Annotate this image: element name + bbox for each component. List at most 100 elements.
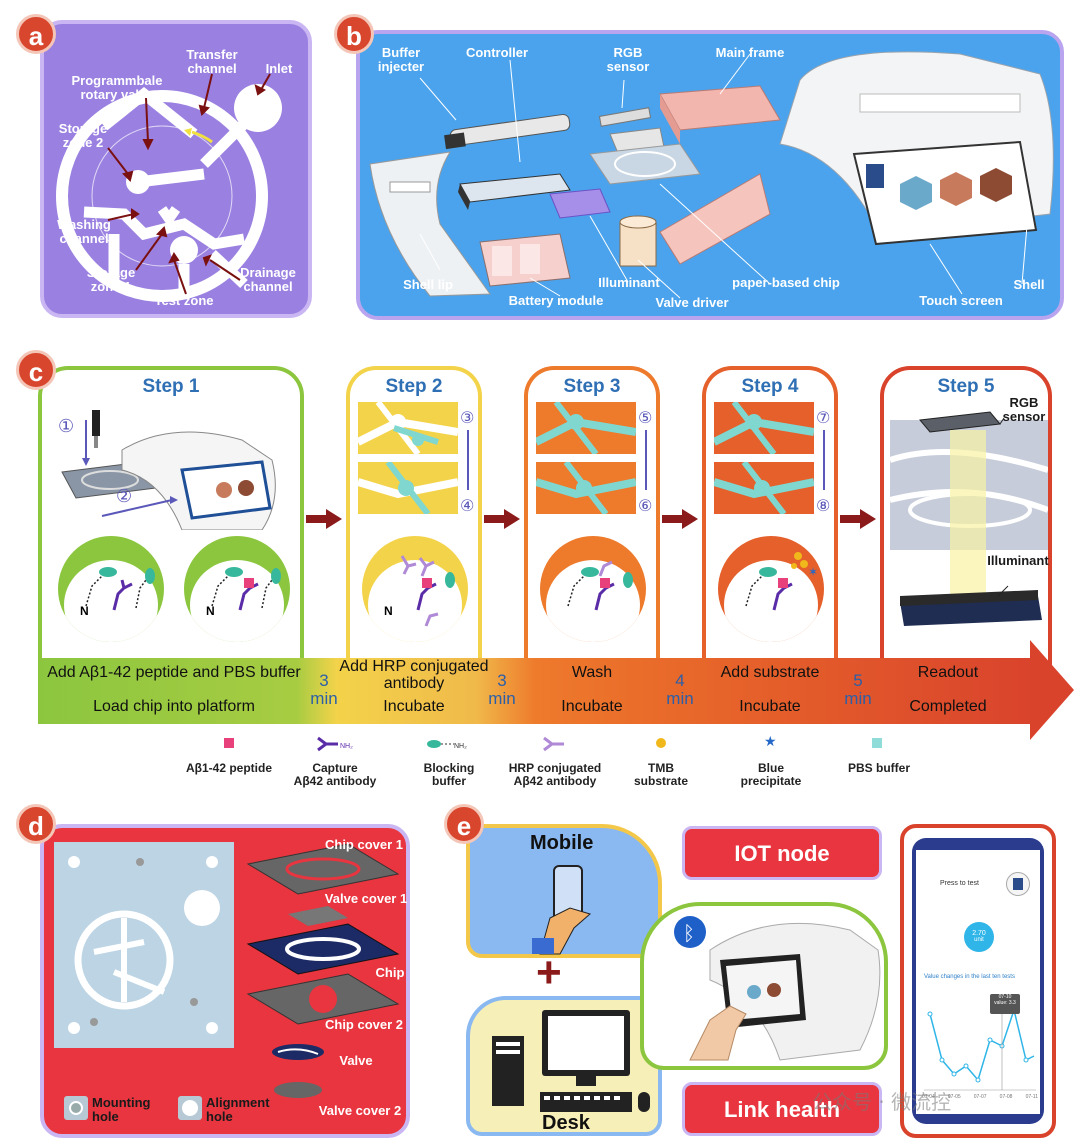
- step-4-chip-bottom: [714, 462, 814, 514]
- step-2-card: Step 2 ③ ④ N: [346, 366, 482, 666]
- mobile-title: Mobile: [530, 832, 594, 854]
- step-3-molecule-circle: [540, 536, 646, 642]
- duration-4: 5 min: [844, 671, 872, 708]
- phone-body: Press to test 2.70 unit Value changes in…: [912, 838, 1044, 1124]
- label-valve-driver: Valve driver: [655, 295, 729, 310]
- label-test-zone: Test zone: [154, 293, 214, 308]
- label-chip-cover-2: Chip cover 2: [324, 1017, 404, 1032]
- phone-tooltip: 07-10 value: 3.3: [990, 994, 1020, 1014]
- step-2-molecule-circle: N: [362, 536, 468, 642]
- phone-x-ticks: 07-04 07-05 07-07 07-08 07-11: [922, 1094, 1038, 1100]
- svg-text:NH₂: NH₂: [454, 743, 467, 750]
- label-main-frame: Main frame: [715, 45, 785, 60]
- iot-node-label: IOT node: [734, 841, 830, 866]
- marker-4: ④: [460, 496, 475, 515]
- step-2-title: Step 2: [385, 376, 443, 397]
- label-controller: Controller: [465, 45, 529, 60]
- marker-3: ③: [460, 408, 475, 427]
- legend-label-tmb: TMB substrate: [633, 761, 689, 788]
- timeline-band: [38, 658, 1034, 724]
- legend-label-peptide: Aβ1-42 peptide: [185, 761, 272, 775]
- label-washing-channel: Washing channel: [57, 217, 111, 246]
- hand-phone-icon: [532, 865, 592, 955]
- step-5-card: Step 5 RGB sensor Illuminant: [880, 366, 1052, 666]
- marker-6: ⑥: [638, 496, 653, 515]
- phone-app-box: Press to test 2.70 unit Value changes in…: [900, 824, 1056, 1138]
- chip-layer-stack: [246, 843, 400, 1098]
- legend-label-blocking: Blocking buffer: [423, 761, 475, 788]
- step-1-title: Step 1: [142, 376, 200, 397]
- badge-c: c: [16, 350, 56, 390]
- step-5-title: Step 5: [937, 376, 995, 397]
- panel-a: Transfer channel Inlet Programmbale rota…: [40, 20, 312, 318]
- paper-chip-diagram: [56, 73, 282, 302]
- phone-trend-chart: [924, 1007, 1036, 1091]
- panel-d: Chip cover 1 Valve cover 1 Chip Chip cov…: [40, 824, 410, 1138]
- marker-7: ⑦: [816, 408, 831, 427]
- timeline-step5-bottom: Completed: [909, 698, 987, 715]
- label-valve-cover-1: Valve cover 1: [324, 891, 408, 906]
- molecule-n: N: [80, 604, 89, 618]
- marker-1: ①: [58, 416, 75, 437]
- phone-x-tick: 07-07: [973, 1094, 987, 1100]
- marker-8: ⑧: [816, 496, 831, 515]
- label-chip: Chip: [375, 965, 405, 980]
- iot-device-illustration: ᛒ: [674, 916, 881, 1061]
- purple-antibody-icon: NH₂: [317, 736, 353, 752]
- step-1-card: Step 1 ① ② N N: [38, 366, 304, 666]
- label-valve: Valve: [339, 1053, 373, 1068]
- phone-x-tick: 07-08: [999, 1094, 1013, 1100]
- step-connector-arrows: [306, 509, 876, 529]
- step-5-readout-illustration: [890, 411, 1048, 626]
- marker-5: ⑤: [638, 408, 653, 427]
- label-shell: Shell: [1013, 277, 1045, 292]
- phone-unit: unit: [974, 937, 984, 943]
- timeline-step3-bottom: Incubate: [561, 698, 623, 715]
- label-step5-rgb-sensor: RGB sensor: [1002, 395, 1046, 424]
- badge-a: a: [16, 14, 56, 54]
- label-chip-cover-1: Chip cover 1: [324, 837, 404, 852]
- teal-blocker-icon: NH₂: [427, 740, 467, 750]
- desktop-computer-icon: [492, 1010, 650, 1112]
- label-transfer-channel: Transfer channel: [186, 47, 238, 76]
- label-storage-zone-2: Storage zone 2: [58, 121, 108, 150]
- marker-2: ②: [116, 486, 133, 507]
- label-storage-zone-1: Storage zone 1: [86, 265, 136, 294]
- label-rgb-sensor: RGB sensor: [606, 45, 650, 74]
- desk-box: Desk: [466, 996, 662, 1136]
- molecule-n: N: [384, 604, 393, 618]
- label-valve-cover-2: Valve cover 2: [318, 1103, 402, 1118]
- step-4-molecule-circle: ✶: [718, 536, 824, 642]
- timeline-step4-top: Add substrate: [720, 664, 820, 681]
- label-alignment-hole: Alignment hole: [206, 1095, 270, 1124]
- badge-e: e: [444, 804, 484, 844]
- timeline-step2-top: Add HRP conjugated antibody: [339, 658, 489, 692]
- step-1-molecule-circle-b: N: [184, 536, 290, 642]
- phone-logo-icon: [1006, 872, 1030, 896]
- mounting-hole-icon: [64, 1096, 88, 1120]
- lilac-antibody-icon: [543, 736, 564, 752]
- legend-label-hrp: HRP conjugated Aβ42 antibody: [508, 761, 602, 788]
- svg-text:ᛒ: ᛒ: [683, 921, 695, 945]
- phone-header-text: Press to test: [940, 880, 979, 887]
- plus-sign: +: [536, 948, 562, 997]
- timeline-step1-bottom: Load chip into platform: [93, 698, 255, 715]
- label-inlet: Inlet: [265, 61, 293, 76]
- watermark: 公众号 · 微流控: [812, 1090, 952, 1114]
- step-3-chip-bottom: [536, 462, 636, 514]
- legend-label-blue: Blue precipitate: [740, 761, 802, 788]
- alignment-hole-icon: [178, 1096, 202, 1120]
- step-2-chip-top: [358, 402, 458, 454]
- label-paper-chip: paper-based chip: [732, 275, 840, 290]
- legend-label-pbs: PBS buffer: [847, 761, 910, 775]
- timeline-step5-top: Readout: [917, 664, 979, 681]
- step-2-chip-bottom: [358, 462, 458, 514]
- phone-chart-title: Value changes in the last ten tests: [924, 974, 1015, 980]
- timeline-step4-bottom: Incubate: [739, 698, 801, 715]
- step-3-chip-top: [536, 402, 636, 454]
- desk-title: Desk: [542, 1112, 590, 1134]
- pink-square-icon: [224, 738, 234, 748]
- label-touch-screen: Touch screen: [919, 293, 1003, 308]
- phone-x-tick: 07-04: [922, 1094, 935, 1100]
- label-step5-illuminant: Illuminant: [987, 553, 1049, 568]
